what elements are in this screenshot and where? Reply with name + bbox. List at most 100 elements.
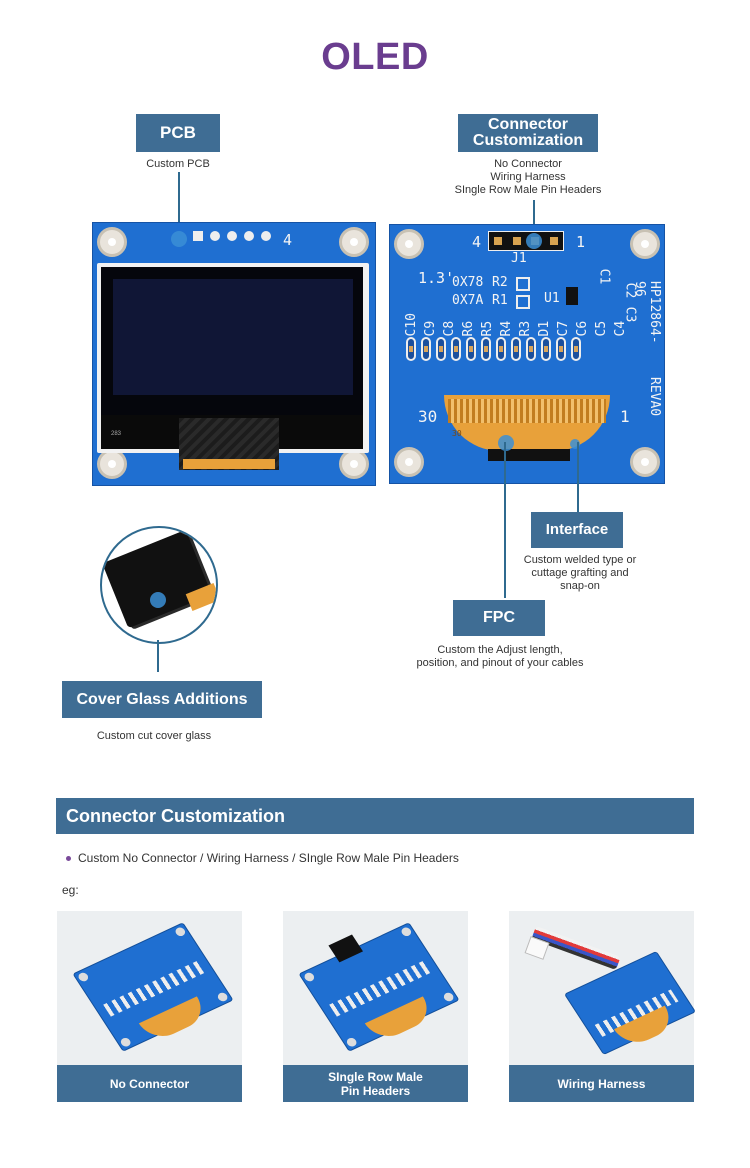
fpc-tag-label: FPC <box>483 609 515 626</box>
comp-label: C8 <box>442 320 457 337</box>
interface-marker-dot <box>570 439 580 449</box>
cover-glass-tag-label: Cover Glass Additions <box>76 691 248 708</box>
u1-label: U1 <box>544 291 560 306</box>
section-bullet-text: Custom No Connector / Wiring Harness / S… <box>78 851 459 865</box>
comp-label: R6 <box>461 320 476 337</box>
c1-label: C1 <box>596 268 612 285</box>
mount-hole <box>339 227 369 257</box>
comp-label: C4 <box>613 320 628 337</box>
j1-pin-right: 1 <box>576 233 586 251</box>
addr-0x7a: 0X7A <box>452 293 484 308</box>
j1-pin-left: 4 <box>472 233 482 251</box>
rev-label: REVA0 <box>647 377 662 417</box>
comp-label: D1 <box>537 320 552 337</box>
module-thumbnail <box>298 922 460 1052</box>
connector-leader-line <box>533 200 535 238</box>
front-fpc-tab <box>183 459 275 469</box>
eg-label: eg: <box>62 883 79 897</box>
mount-hole <box>630 229 660 259</box>
comp-label: C10 <box>404 313 419 337</box>
fpc-pin-30: 30 <box>418 407 438 426</box>
oled-back-board: J1 4 1 1.3' 0X78 0X7A R2 R1 U1 C1 C2 C3 … <box>389 224 665 484</box>
fpc-tag: FPC <box>453 600 545 636</box>
example-label-text: No Connector <box>109 1076 190 1091</box>
fpc-tail <box>488 449 570 461</box>
size-label: 1.3' <box>418 269 455 287</box>
j1-label: J1 <box>511 251 527 266</box>
cover-glass-note: Custom cut cover glass <box>96 730 212 742</box>
bullet-dot <box>66 856 71 862</box>
comp-label: R3 <box>518 320 533 337</box>
component-row-labels: C10 C9 C8 R6 R5 R4 R3 D1 C7 C6 C5 C4 <box>404 313 630 336</box>
connector-tag-line2: Customization <box>472 132 584 149</box>
comp-label: R5 <box>480 320 495 337</box>
example-label: No Connector <box>57 1065 242 1102</box>
oled-display <box>113 279 353 395</box>
cover-glass-marker-dot <box>150 592 166 608</box>
comp-label: C7 <box>556 320 571 337</box>
comp-label: C5 <box>594 320 609 337</box>
addr-0x78: 0X78 <box>452 275 484 290</box>
comp-label: C6 <box>575 320 590 337</box>
example-label-line1: SIngle Row Male <box>328 1069 423 1084</box>
pcb-note: Custom PCB <box>146 158 210 170</box>
mount-hole <box>394 229 424 259</box>
connector-notes: No Connector Wiring Harness SIngle Row M… <box>430 158 626 197</box>
fpc-pins <box>448 399 606 423</box>
example-label: SIngle Row Male Pin Headers <box>283 1065 468 1102</box>
mount-hole <box>97 227 127 257</box>
module-thumbnail <box>72 922 234 1052</box>
cover-glass-detail-circle <box>100 526 218 644</box>
r2-label: R2 <box>492 275 508 290</box>
pcb-tag: PCB <box>136 114 220 152</box>
oled-front-board: 4 283 <box>92 222 376 486</box>
fpc-marker-dot <box>498 435 514 451</box>
pin-header-thumb <box>328 934 363 963</box>
section-header: Connector Customization <box>56 798 694 834</box>
interface-note-1: Custom welded type or <box>523 554 637 566</box>
example-card-pin-headers: SIngle Row Male Pin Headers <box>283 911 468 1102</box>
fpc-note-1: Custom the Adjust length, <box>437 644 563 656</box>
fpc-pin-1: 1 <box>620 407 630 426</box>
connector-marker-dot <box>526 233 542 249</box>
fpc-note-2: position, and pinout of your cables <box>416 657 584 669</box>
capacitor-row <box>406 337 581 361</box>
pin-label-4: 4 <box>283 231 293 249</box>
pcb-tag-label: PCB <box>160 123 196 142</box>
model-label: HP12864-96 <box>632 281 662 344</box>
comp-label: C9 <box>423 320 438 337</box>
interface-leader-line <box>577 442 579 512</box>
pcb-marker-dot <box>171 231 187 247</box>
example-card-wiring-harness: Wiring Harness <box>509 911 697 1102</box>
cover-glass-piece <box>102 529 212 629</box>
mount-hole <box>339 449 369 479</box>
fpc-leader-line <box>504 442 506 598</box>
connector-tag-line1: Connector <box>488 116 568 133</box>
interface-note-3: snap-on <box>560 580 600 592</box>
module-thumbnail <box>563 950 697 1056</box>
part-code: 283 <box>111 431 122 437</box>
r1-pad <box>516 295 530 309</box>
example-label: Wiring Harness <box>509 1065 694 1102</box>
fpc-small-label: 30 <box>452 429 462 438</box>
comp-label: R4 <box>499 320 514 337</box>
r1-label: R1 <box>492 293 508 308</box>
u1-chip <box>566 287 578 305</box>
interface-notes: Custom welded type or cuttage grafting a… <box>510 554 650 593</box>
fpc-notes: Custom the Adjust length, position, and … <box>400 644 600 670</box>
r2-pad <box>516 277 530 291</box>
interface-note-2: cuttage grafting and <box>531 567 629 579</box>
interface-tag-label: Interface <box>545 521 609 538</box>
connector-tag: Connector Customization <box>458 114 598 152</box>
cover-glass-tag: Cover Glass Additions <box>62 681 262 718</box>
pcb-leader-line <box>178 172 180 232</box>
connector-note-2: Wiring Harness <box>490 171 566 183</box>
connector-note-3: SIngle Row Male Pin Headers <box>454 184 602 196</box>
connector-note-1: No Connector <box>494 158 562 170</box>
oled-active-area <box>101 267 363 415</box>
section-bullet: Custom No Connector / Wiring Harness / S… <box>66 851 459 865</box>
example-label-text: Wiring Harness <box>557 1076 646 1091</box>
example-card-no-connector: No Connector <box>57 911 242 1102</box>
cover-glass-leader-line <box>157 640 159 672</box>
example-label-line2: Pin Headers <box>340 1083 411 1098</box>
